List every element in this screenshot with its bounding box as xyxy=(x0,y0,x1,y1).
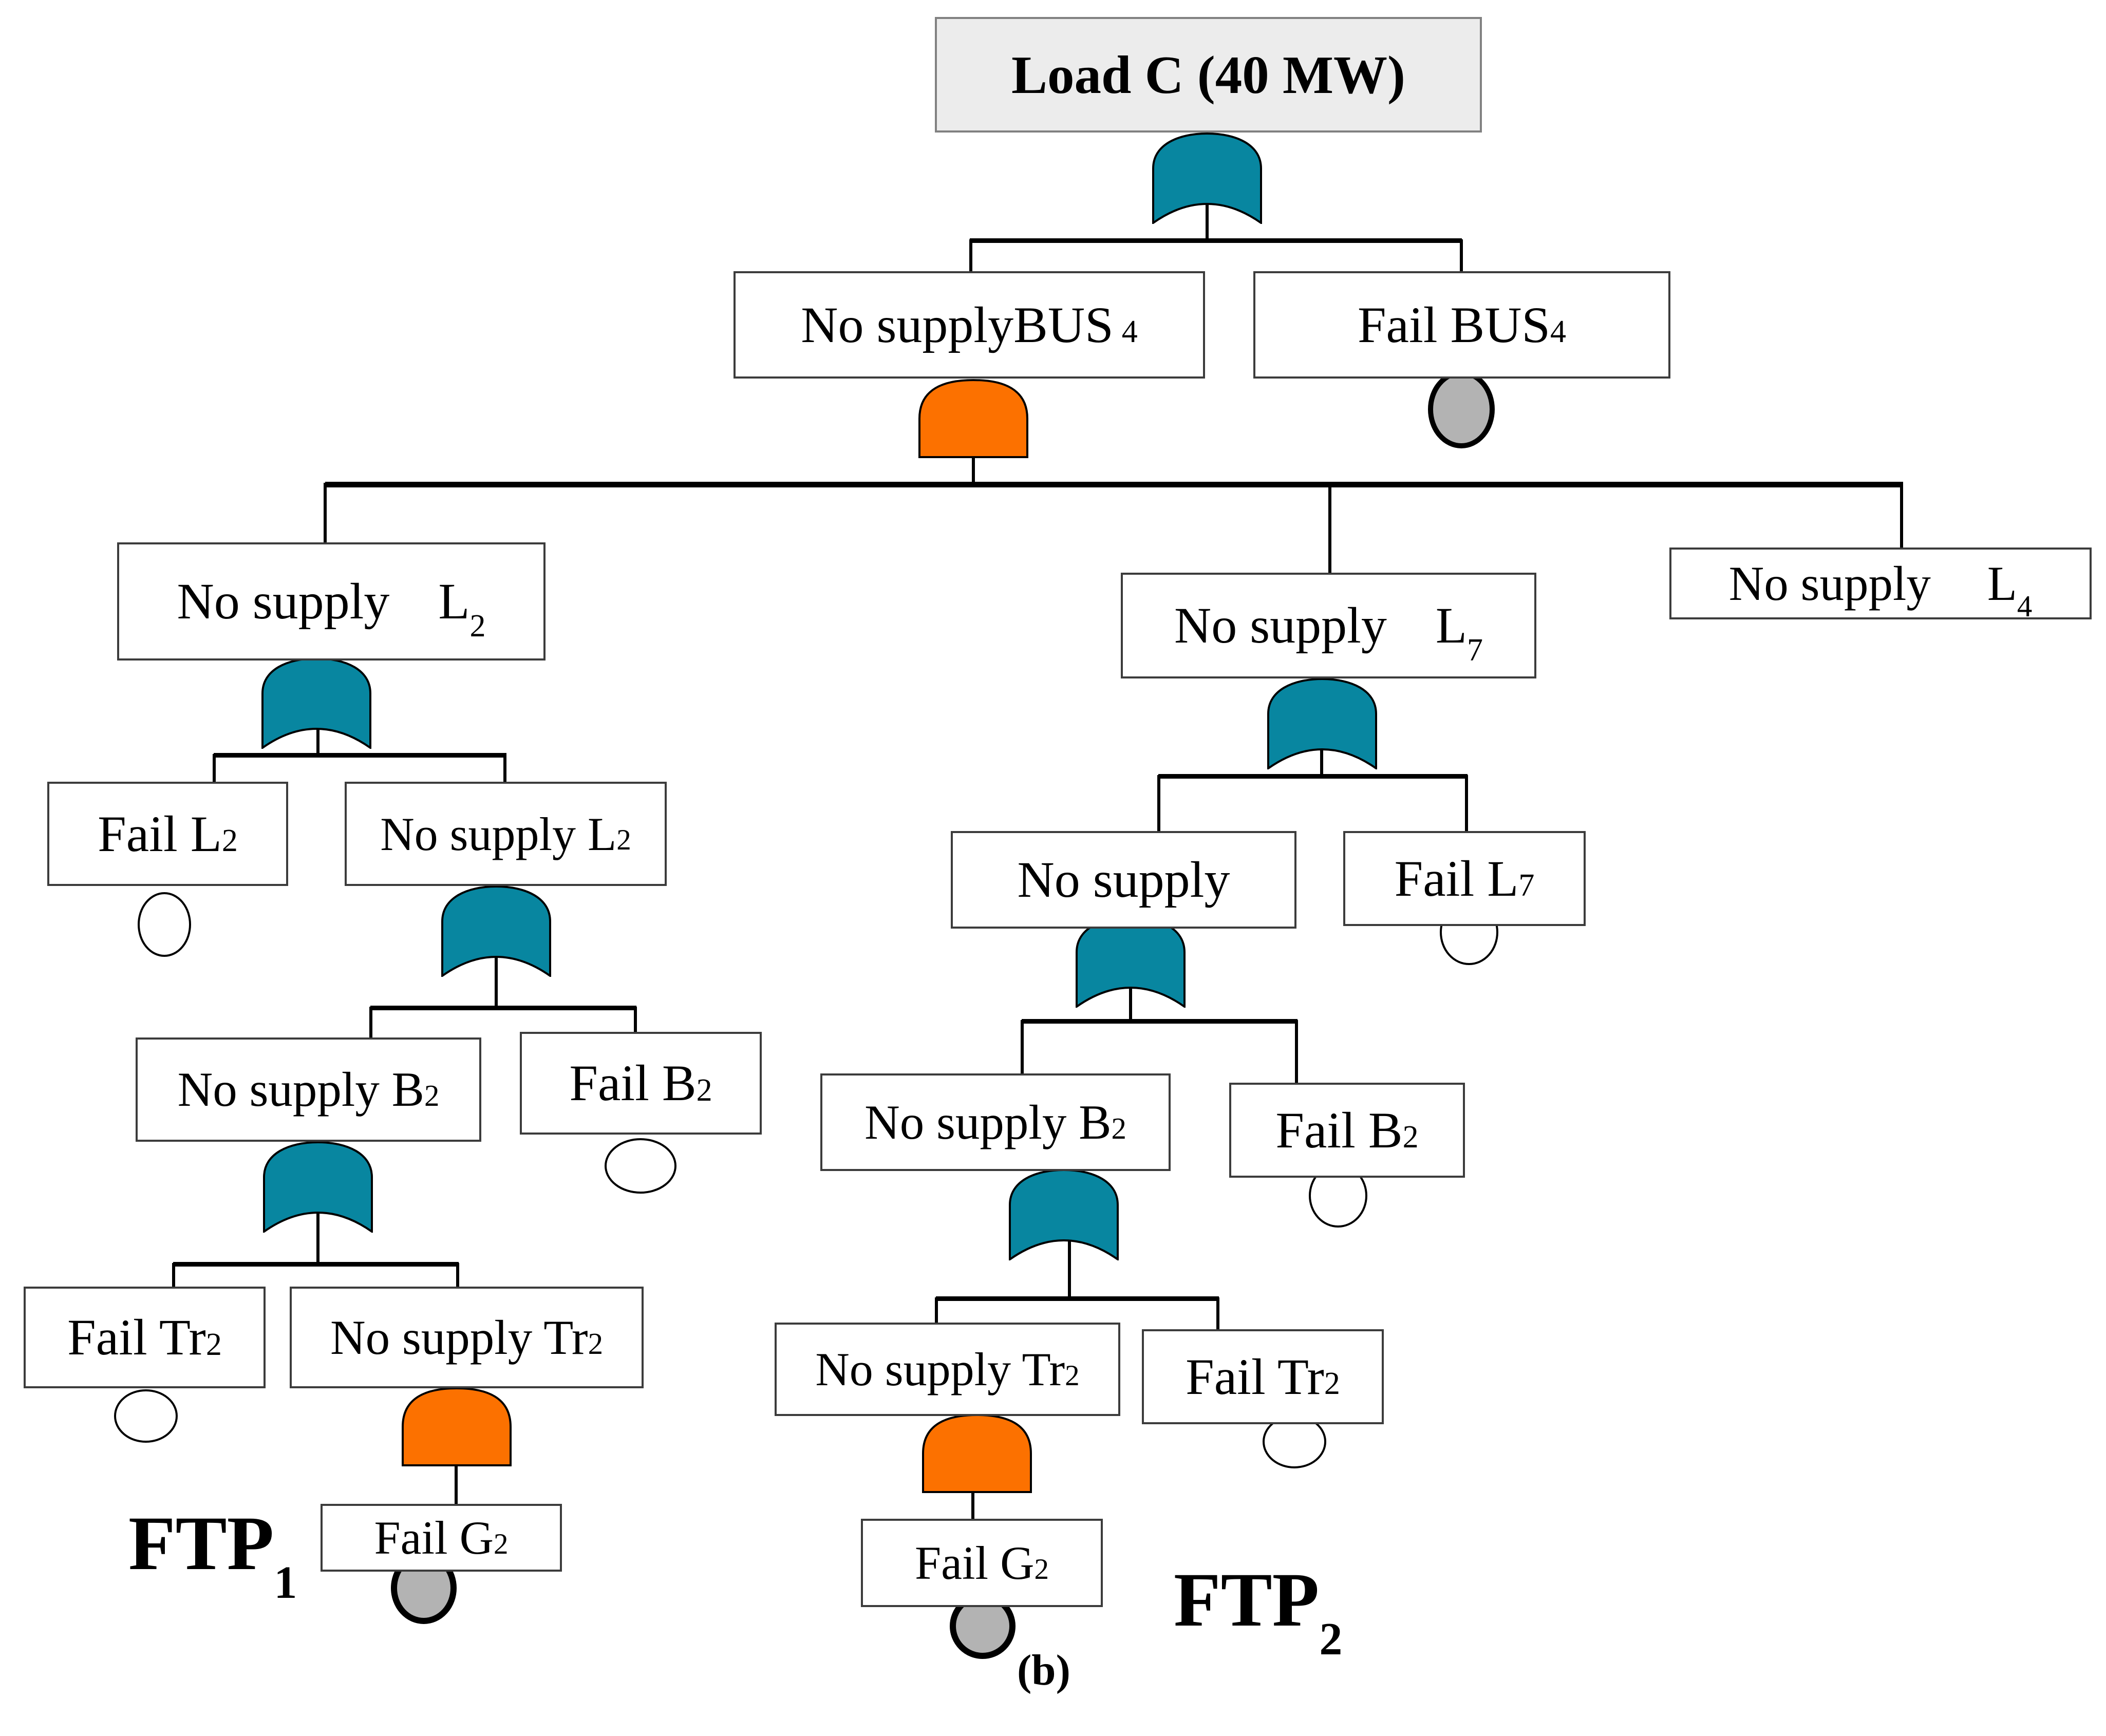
event-label: Fail B xyxy=(569,1054,697,1111)
connector-line xyxy=(370,1006,636,1010)
basic-event-icon xyxy=(605,1138,676,1194)
filled-event-icon xyxy=(1428,370,1495,448)
event-label: Fail Tr xyxy=(67,1309,206,1366)
connector-line xyxy=(970,238,1462,243)
or-gate-icon xyxy=(263,1141,373,1233)
connector-line xyxy=(936,1296,1219,1301)
event-symbol: L7 xyxy=(1435,597,1483,668)
connector-line xyxy=(1460,239,1463,275)
or-gate-icon xyxy=(441,885,551,977)
and-gate-icon xyxy=(922,1413,1032,1493)
connector-line xyxy=(455,1464,458,1507)
connector-line xyxy=(369,1007,372,1041)
ftp2-label: FTP2 xyxy=(1174,1557,1343,1665)
event-label: No supply L xyxy=(380,807,617,860)
connector-line xyxy=(1157,775,1160,834)
connector-line xyxy=(1295,1020,1298,1086)
connector-line xyxy=(503,754,506,785)
connector-line xyxy=(1206,204,1209,242)
event-label: No supply xyxy=(1017,851,1230,908)
event-label: No supply xyxy=(1174,597,1387,654)
connector-line xyxy=(1022,1019,1298,1024)
event-label: Fail G xyxy=(374,1512,494,1564)
connector-line xyxy=(316,728,319,757)
connector-line xyxy=(316,1213,319,1266)
connector-line xyxy=(456,1263,459,1290)
connector-line xyxy=(634,1007,637,1035)
event-box-no-supply-l2: No supply L2 xyxy=(117,542,546,661)
event-label: Fail L xyxy=(1394,850,1519,907)
and-gate-icon xyxy=(918,379,1028,458)
or-gate-icon xyxy=(1009,1168,1119,1260)
connector-line xyxy=(324,483,327,545)
event-label: Fail B xyxy=(1275,1101,1403,1159)
event-label: Load C (40 MW) xyxy=(1011,45,1406,105)
connector-line xyxy=(1328,483,1331,576)
event-box-load-c: Load C (40 MW) xyxy=(935,17,1482,133)
or-gate-icon xyxy=(1152,132,1262,224)
or-gate-icon xyxy=(1267,677,1377,769)
connector-line xyxy=(1129,988,1132,1023)
event-symbol: L4 xyxy=(1987,556,2033,624)
connector-line xyxy=(1158,774,1468,779)
ftp1-label: FTP1 xyxy=(128,1501,297,1609)
connector-line xyxy=(1021,1020,1024,1077)
basic-event-icon xyxy=(138,892,191,957)
connector-line xyxy=(969,239,972,275)
or-gate-icon xyxy=(1076,916,1186,1008)
event-label: Fail L xyxy=(98,805,222,862)
event-symbol: L2 xyxy=(438,573,486,644)
connector-line xyxy=(935,1297,938,1326)
event-box-no-supply-mid: No supply xyxy=(951,831,1296,929)
connector-line xyxy=(971,1490,974,1521)
connector-line xyxy=(1068,1241,1071,1300)
connector-line xyxy=(495,957,498,1010)
connector-line xyxy=(173,1262,459,1267)
event-label: Fail BUS xyxy=(1357,296,1551,353)
or-gate-icon xyxy=(261,657,371,749)
connector-line xyxy=(214,753,506,758)
connector-line xyxy=(172,1263,175,1290)
connector-line xyxy=(213,754,216,785)
event-label: No supply B xyxy=(864,1095,1112,1149)
event-label: No supply xyxy=(1728,556,1931,611)
connector-line xyxy=(1216,1297,1219,1332)
connector-line xyxy=(325,482,1903,487)
event-box-no-supply-l4: No supply L4 xyxy=(1669,548,2092,624)
connector-line xyxy=(1900,483,1903,551)
event-label: Fail Tr xyxy=(1186,1348,1324,1405)
connector-line xyxy=(1465,775,1468,834)
event-label: No supply Tr xyxy=(815,1343,1065,1395)
figure-caption: (b) xyxy=(1017,1646,1070,1694)
connector-line xyxy=(1320,750,1323,778)
event-label: No supply xyxy=(177,573,390,630)
basic-event-icon xyxy=(114,1389,178,1443)
event-label: Fail G xyxy=(914,1537,1035,1589)
event-label: No supply Tr xyxy=(330,1310,588,1365)
event-box-no-supply-l7: No supply L7 xyxy=(1121,573,1536,678)
event-label: No supplyBUS xyxy=(801,296,1114,353)
and-gate-icon xyxy=(402,1387,512,1466)
connector-line xyxy=(972,455,975,486)
event-label: No supply B xyxy=(177,1062,424,1117)
